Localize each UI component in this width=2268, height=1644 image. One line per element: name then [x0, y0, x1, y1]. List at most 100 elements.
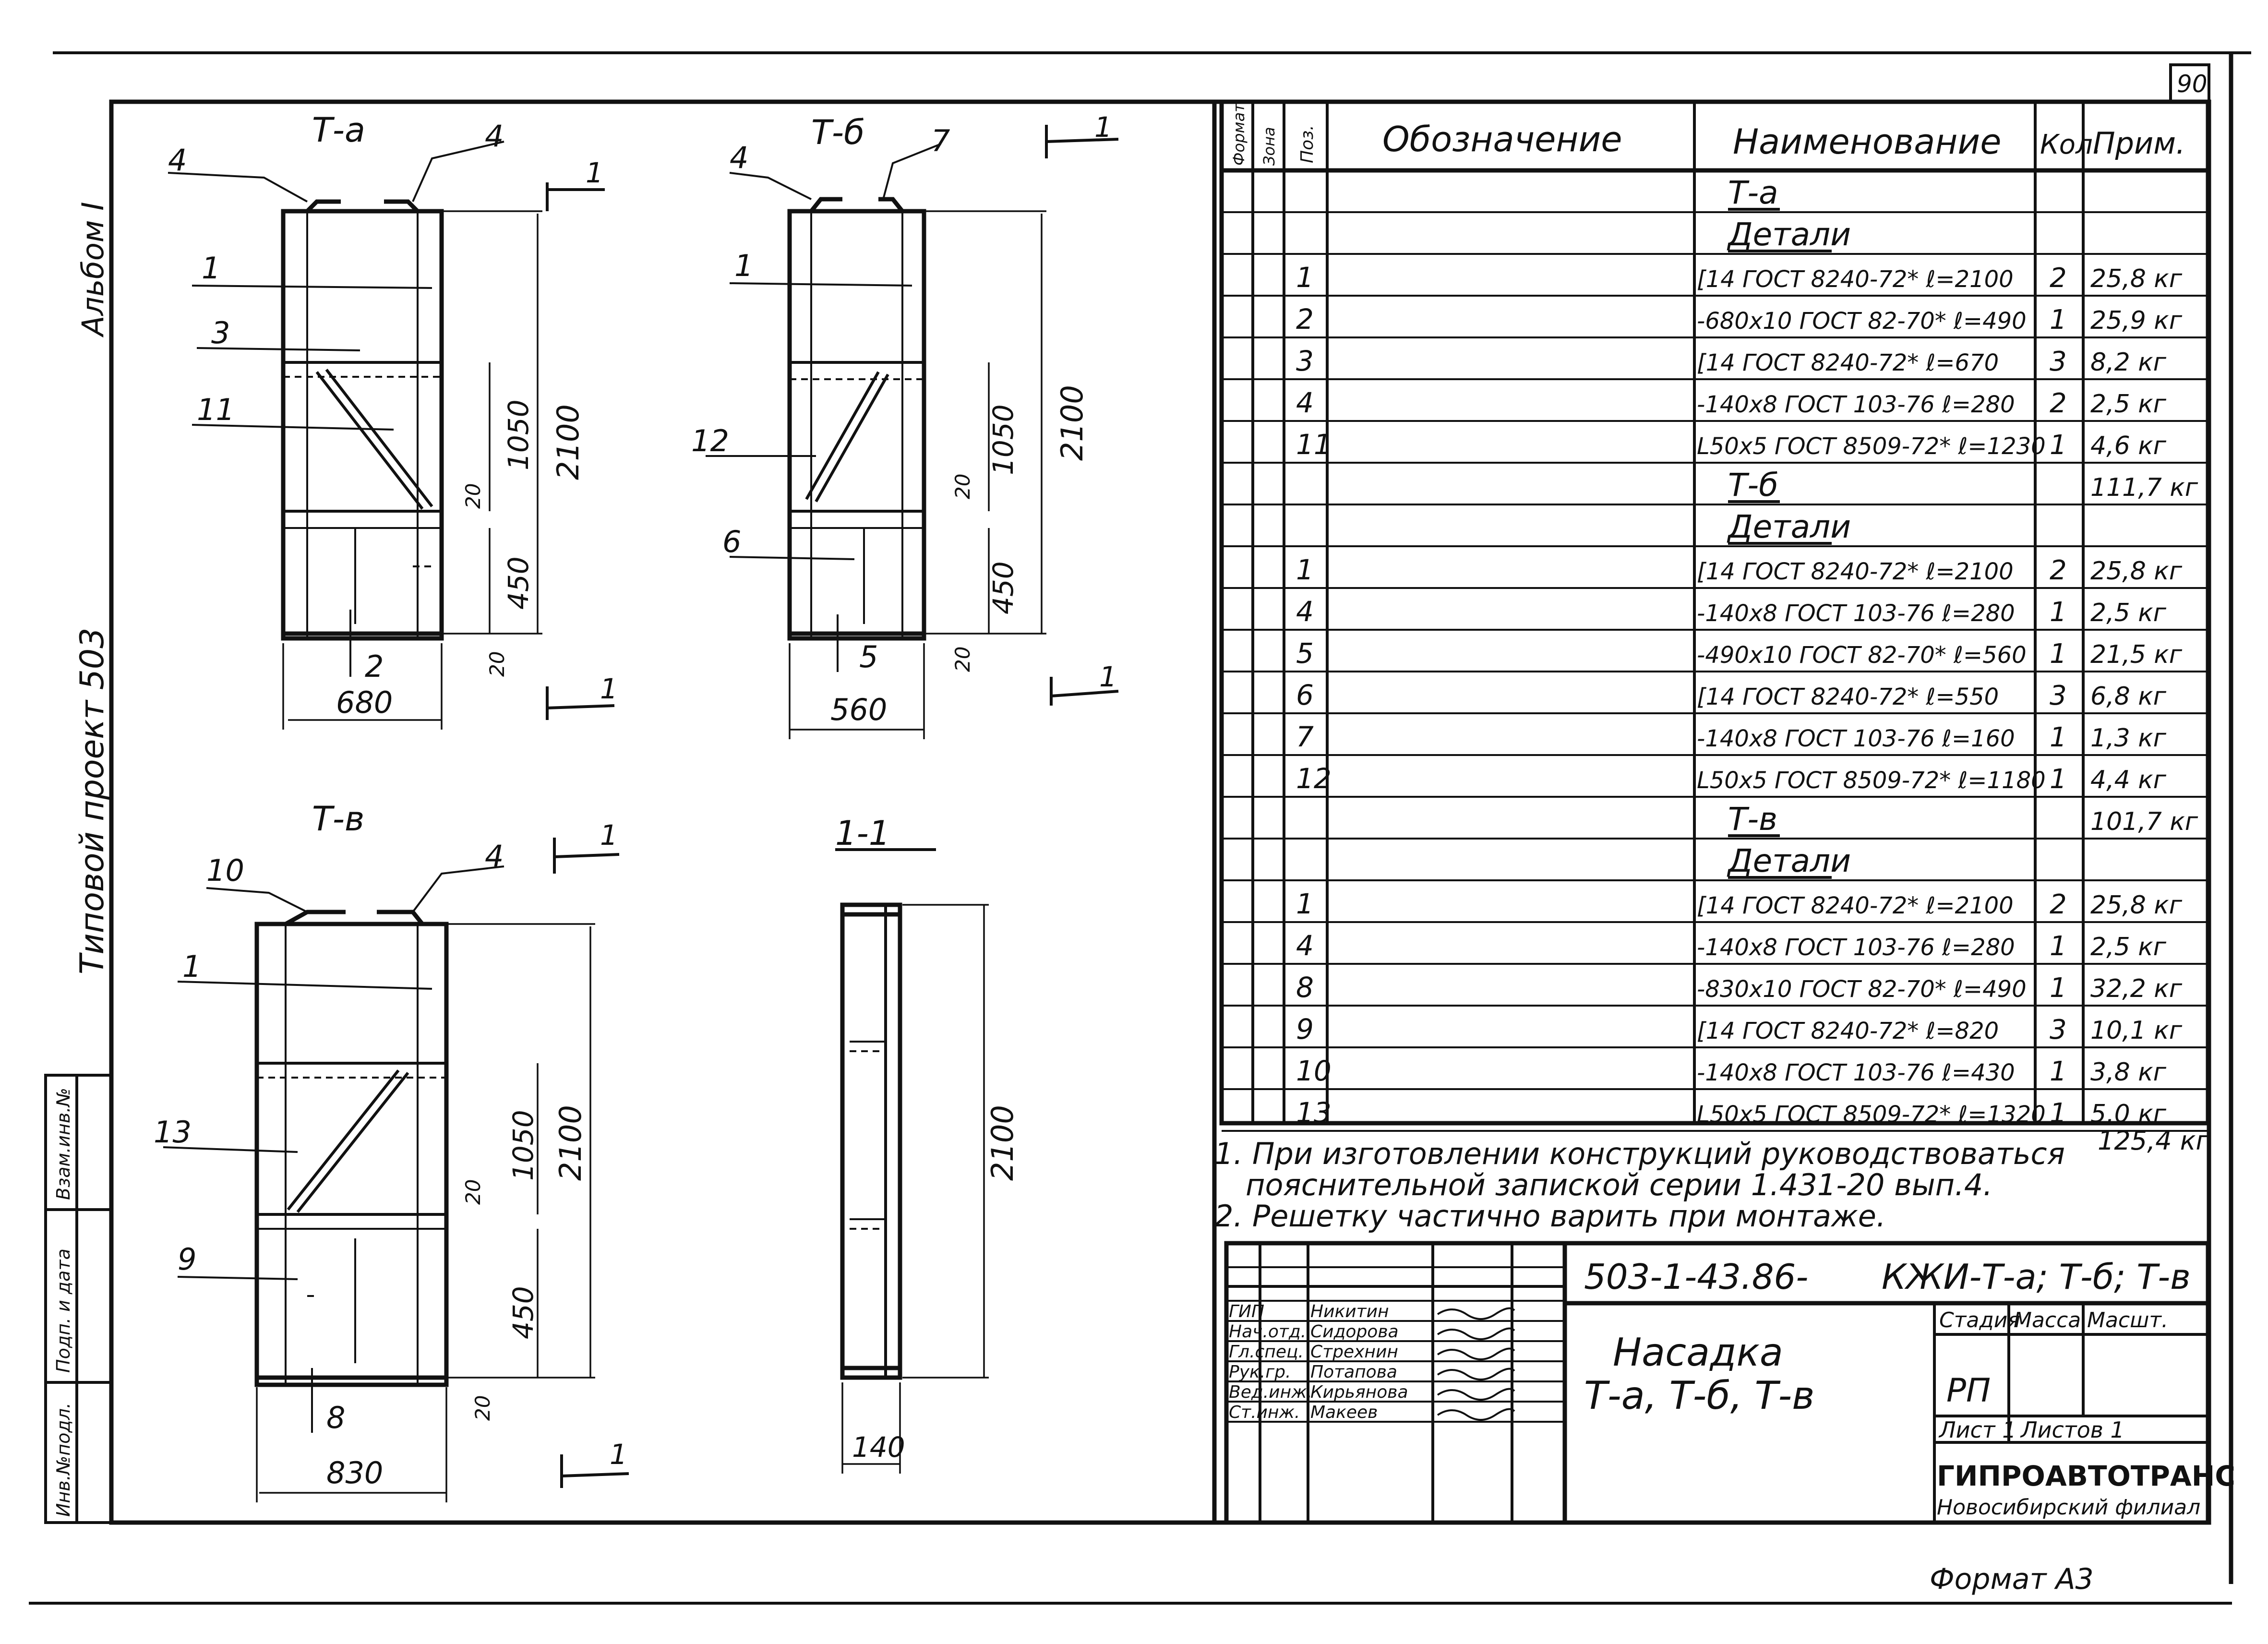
tb-pos-6: 6	[722, 524, 741, 559]
tv-dim-1050: 1050	[507, 1110, 540, 1181]
tb-dim-450: 450	[987, 561, 1020, 614]
spec-row-name: -140х8 ГОСТ 103-76 ℓ=430	[1697, 1059, 2015, 1086]
spec-row-qty: 1	[2050, 972, 2067, 1004]
spec-row-pos: 1	[1296, 261, 1314, 294]
ta-dim-1050: 1050	[502, 399, 535, 470]
s11-dim-140: 140	[852, 1431, 905, 1464]
inv-label: Инв.№подл.	[53, 1403, 74, 1517]
ta-pos-4b: 4	[485, 119, 504, 154]
spec-row-pos: 1	[1296, 888, 1314, 920]
spec-row-name: -830х10 ГОСТ 82-70* ℓ=490	[1697, 976, 2027, 1003]
spec-row-pos: 6	[1296, 679, 1314, 711]
spec-row-pos: 8	[1296, 971, 1314, 1004]
spec-table: Формат Зона Поз. Обозначение Наименовани…	[1219, 99, 2210, 1132]
spec-row-name: -140х8 ГОСТ 103-76 ℓ=160	[1697, 725, 2015, 752]
ta-dim-2100: 2100	[551, 404, 586, 480]
vzam-label: Взам.инв.№	[53, 1088, 74, 1200]
tb-pos-4: 4	[730, 140, 748, 175]
ta-pos-4a: 4	[168, 143, 187, 178]
tb-signature	[1437, 1327, 1515, 1340]
ta-section-top: 1	[586, 156, 603, 189]
tb-signature	[1437, 1347, 1515, 1360]
spec-row-name: -140х8 ГОСТ 103-76 ℓ=280	[1697, 934, 2015, 961]
spec-row-pos: 13	[1296, 1096, 1332, 1129]
spec-row-qty: 2	[2050, 388, 2067, 419]
tb-pos-7: 7	[931, 123, 950, 158]
tb-title-2: Т-а, Т-б, Т-в	[1584, 1373, 1814, 1418]
page-number: 90	[2177, 70, 2208, 98]
sign-label: Подп. и дата	[53, 1248, 74, 1373]
spec-row-pos: 9	[1296, 1013, 1314, 1045]
tb-person-role: Ст.инж.	[1229, 1403, 1300, 1422]
tv-dim-20b: 20	[471, 1395, 494, 1421]
spec-row-name: -490х10 ГОСТ 82-70* ℓ=560	[1697, 642, 2027, 669]
tb-sheet: Лист 1	[1938, 1417, 2016, 1443]
tv-pos-8: 8	[326, 1400, 345, 1435]
tv-dim-2100: 2100	[553, 1105, 588, 1181]
tb-section-top: 1	[1094, 111, 1112, 144]
spec-row-pos: 4	[1296, 929, 1314, 962]
spec-row-qty: 1	[2050, 597, 2067, 628]
tb-signature	[1437, 1388, 1515, 1401]
spec-row-qty: 1	[2050, 304, 2067, 336]
tb-scale-label: Масшт.	[2087, 1308, 2168, 1332]
tb-pos-12: 12	[691, 423, 729, 458]
spec-row-note: 25,9 кг	[2090, 306, 2183, 335]
spec-row-section-title: Т-а	[1728, 174, 1778, 211]
spec-row-name: L50х5 ГОСТ 8509-72* ℓ=1230	[1697, 433, 2046, 460]
ta-dim-680: 680	[336, 685, 393, 720]
spec-row-name: [14 ГОСТ 8240-72* ℓ=2100	[1697, 558, 2014, 585]
tb-pos-5: 5	[859, 639, 878, 674]
spec-row-qty: 2	[2050, 889, 2067, 920]
spec-header-qty: Кол.	[2040, 129, 2101, 160]
spec-row-name: -140х8 ГОСТ 103-76 ℓ=280	[1697, 600, 2015, 627]
spec-row-qty: 1	[2050, 638, 2067, 670]
ta-dim-20a: 20	[461, 483, 485, 509]
spec-row-pos: 2	[1296, 303, 1314, 336]
left-stamp-boxes	[44, 1074, 113, 1524]
tb-signature	[1437, 1307, 1515, 1320]
spec-total: 125,4 кг	[2098, 1126, 2209, 1156]
spec-row-name: L50х5 ГОСТ 8509-72* ℓ=1180	[1697, 767, 2046, 794]
tb-dim-20b: 20	[951, 647, 974, 672]
tb-org: ГИПРОАВТОТРАНС	[1937, 1460, 2235, 1492]
spec-row-note: 25,8 кг	[2090, 891, 2183, 920]
tb-branch: Новосибирский филиал	[1937, 1495, 2200, 1520]
tb-stage: РП	[1946, 1372, 1991, 1410]
spec-row-note: 8,2 кг	[2090, 348, 2167, 377]
tb-mass-label: Масса	[2014, 1308, 2081, 1332]
tv-pos-9: 9	[178, 1242, 196, 1277]
spec-row-note: 111,7 кг	[2090, 473, 2198, 502]
tb-person-role: ГИП	[1229, 1302, 1264, 1321]
title-block: 503-1-43.86- КЖИ-Т-а; Т-б; Т-в Насадка Т…	[1224, 1241, 2235, 1525]
tb-person-name: Макеев	[1310, 1403, 1378, 1422]
tb-person-role: Гл.спец.	[1229, 1342, 1304, 1362]
spec-header-format: Формат	[1230, 103, 1248, 166]
tv-dim-830: 830	[326, 1455, 383, 1490]
spec-row-section-title: Детали	[1727, 216, 1851, 253]
tb-signature	[1437, 1368, 1515, 1380]
tb-person-name: Кирьянова	[1310, 1382, 1408, 1402]
spec-row-pos: 11	[1296, 428, 1332, 461]
spec-row-pos: 7	[1296, 720, 1314, 753]
tv-pos-1: 1	[182, 949, 201, 984]
tv-dim-450: 450	[507, 1286, 540, 1339]
spec-row-note: 2,5 кг	[2090, 933, 2167, 961]
spec-row-qty: 1	[2050, 931, 2067, 962]
tb-dim-560: 560	[830, 692, 887, 727]
album-label: Альбом I	[75, 202, 110, 338]
spec-header-designation: Обозначение	[1382, 119, 1622, 159]
note-line-1: 1. При изготовлении конструкций руководс…	[1214, 1136, 2065, 1171]
spec-row-note: 2,5 кг	[2090, 390, 2167, 419]
spec-row-note: 101,7 кг	[2090, 807, 2198, 836]
ta-pos-2: 2	[365, 649, 384, 684]
tb-dim-20a: 20	[951, 474, 974, 499]
format-label: Формат А3	[1930, 1562, 2094, 1596]
ta-pos-1: 1	[202, 251, 220, 286]
sheet-frame	[29, 51, 2251, 1605]
ta-dim-20b: 20	[485, 651, 509, 677]
spec-row-qty: 3	[2050, 346, 2067, 377]
tb-title-1: Насадка	[1613, 1330, 1783, 1375]
tb-person-name: Потапова	[1310, 1362, 1397, 1382]
note-line-3: 2. Решетку частично варить при монтаже.	[1214, 1199, 1886, 1234]
